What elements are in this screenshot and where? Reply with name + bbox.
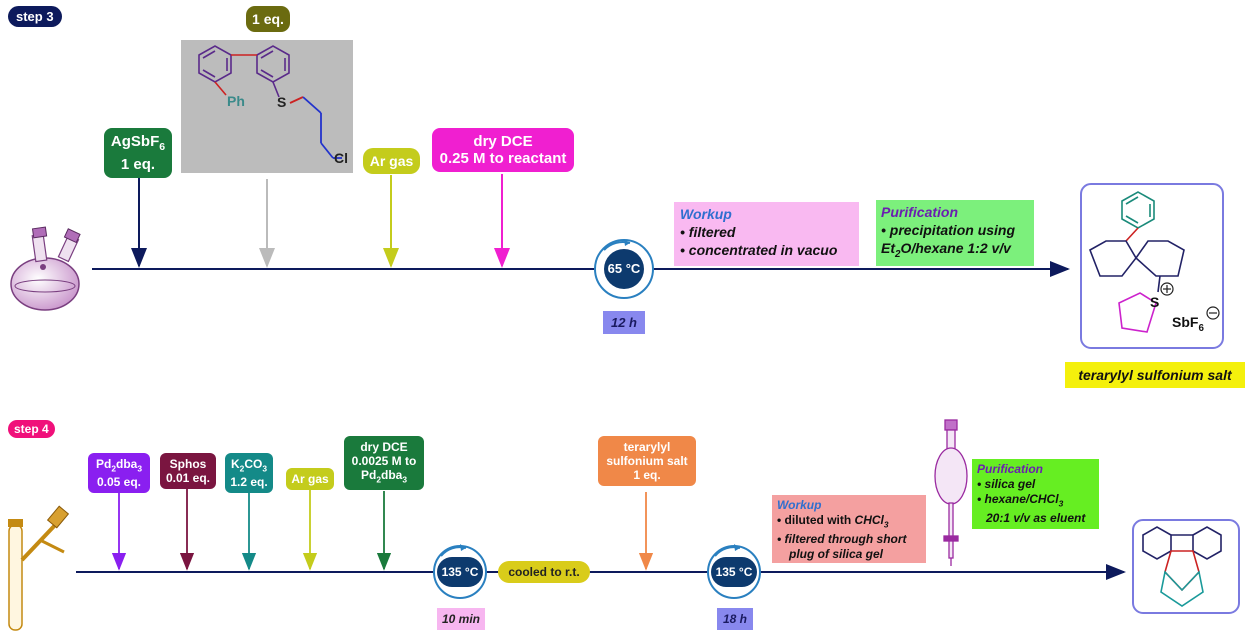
substrate-s-label: S [277, 94, 287, 110]
step4-purification-box: Purification • silica gel • hexane/CHCl3… [972, 459, 1099, 529]
triphenylene-structure [1142, 526, 1222, 607]
schlenk-tube-icon [8, 505, 70, 631]
substrate-ph-label: Ph [227, 93, 245, 109]
cooled-badge: cooled to r.t. [498, 561, 590, 583]
product-name: terarylyl sulfonium salt [1065, 362, 1245, 388]
workup-item: • concentrated in vacuo [680, 242, 838, 258]
step4-temperature-2: 135 °C [711, 557, 757, 587]
substrate-box [181, 40, 353, 173]
salt-badge: terarylyl sulfonium salt 1 eq. [598, 436, 696, 486]
workup-title: Workup [680, 206, 732, 222]
step3-purification-box: Purification • precipitation using Et2O/… [876, 200, 1034, 266]
agsbf6-badge: AgSbF6 1 eq. [104, 128, 172, 178]
substrate-structure [198, 45, 290, 98]
sphos-badge: Sphos 0.01 eq. [160, 453, 216, 489]
product-counterion: SbF6 [1172, 314, 1204, 334]
purification-title: Purification [881, 204, 959, 220]
dce4-badge: dry DCE 0.0025 M to Pd2dba3 [344, 436, 424, 491]
workup-title: Workup [777, 498, 822, 512]
argas4-badge: Ar gas [286, 468, 334, 490]
step4-label: step 4 [8, 420, 55, 438]
substrate-eq-badge: 1 eq. [246, 6, 290, 32]
step3-label: step 3 [8, 6, 62, 27]
argas-badge: Ar gas [363, 148, 420, 174]
dce-badge: dry DCE 0.25 M to reactant [432, 128, 574, 172]
step3-temperature: 65 °C [604, 249, 644, 289]
pd2dba3-badge: Pd2dba3 0.05 eq. [88, 453, 150, 494]
positive-charge-icon [1160, 282, 1174, 296]
workup-item: • filtered [680, 224, 736, 240]
step4-time-2: 18 h [717, 608, 753, 630]
step3-time: 12 h [603, 311, 645, 334]
substrate-chain [289, 96, 342, 159]
purification-title: Purification [977, 462, 1044, 476]
chromatography-column-icon [934, 419, 968, 566]
product-s-label: S [1150, 294, 1160, 310]
negative-charge-icon [1206, 306, 1220, 320]
substrate-cl-label: Cl [334, 150, 348, 166]
step4-workup-box: Workup • diluted with CHCl3 • filtered t… [772, 495, 926, 563]
final-product-box [1132, 519, 1240, 614]
product-box [1080, 183, 1224, 349]
step3-workup-box: Workup • filtered • concentrated in vacu… [674, 202, 859, 266]
step4-temperature-1: 135 °C [437, 557, 483, 587]
step4-time-1: 10 min [437, 608, 485, 630]
k2co3-badge: K2CO3 1.2 eq. [225, 453, 273, 494]
product-structure [1089, 191, 1185, 333]
two-neck-flask-icon [10, 226, 81, 311]
